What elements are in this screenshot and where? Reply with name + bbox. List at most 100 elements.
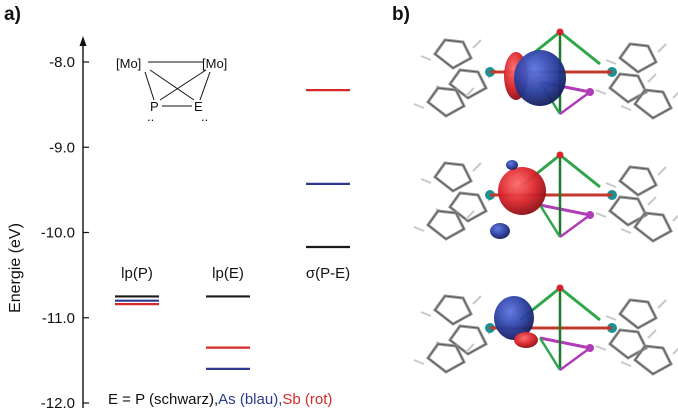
- orbital-lobe-positive: [498, 167, 546, 215]
- cp-ring: [425, 209, 466, 241]
- inset-atom-e: E: [194, 99, 203, 114]
- co-bond: [559, 30, 601, 66]
- orbital-lobe-negative: [490, 223, 510, 239]
- y-tick-label: -11.0: [42, 310, 75, 327]
- cp-ring-edge: [609, 73, 647, 103]
- y-ticks: -8.0 -9.0 -10.0 -11.0 -12.0: [41, 54, 89, 412]
- legend-sb: Sb (rot): [282, 391, 332, 408]
- p-e-bond: [539, 336, 591, 350]
- inset-bond-mo-p: [144, 71, 155, 101]
- cp-ring: [425, 86, 466, 118]
- h-bond: [657, 166, 667, 176]
- y-axis-arrow: [79, 36, 87, 46]
- h-bond: [472, 39, 482, 49]
- h-bond: [605, 182, 617, 188]
- h-bond: [605, 59, 617, 65]
- cp-ring-edge: [609, 196, 647, 226]
- p-e-bond: [539, 203, 591, 217]
- h-bond: [472, 295, 482, 305]
- inset-bond-mo2-e: [199, 71, 211, 101]
- h-bond: [620, 105, 632, 111]
- h-bond: [413, 359, 425, 365]
- h-bond: [672, 214, 678, 222]
- y-axis: [79, 36, 87, 408]
- cp-ring: [432, 161, 473, 193]
- cp-ring: [425, 342, 466, 374]
- category-label: σ(P-E): [306, 265, 350, 282]
- co-bond: [559, 286, 601, 322]
- orbital-image-2: [413, 151, 678, 243]
- orbital-lobe-positive: [514, 332, 538, 348]
- h-bond: [595, 89, 607, 95]
- cp-ring: [632, 211, 673, 243]
- h-bond: [647, 329, 657, 339]
- cp-ring-edge: [449, 192, 487, 222]
- cp-ring: [632, 344, 673, 376]
- co-bond: [538, 204, 562, 238]
- cp-ring-edge: [619, 299, 657, 329]
- panel-label-b: b): [392, 4, 410, 25]
- o-atom: [556, 28, 564, 36]
- inset-bond-mo2-p: [159, 69, 207, 101]
- orbital-lobe-negative: [514, 50, 566, 106]
- h-bond: [605, 315, 617, 321]
- h-bond: [672, 347, 678, 355]
- panel-label-a: a): [4, 4, 21, 25]
- cp-ring-edge: [449, 325, 487, 355]
- cp-ring-edge: [427, 343, 465, 373]
- h-bond: [465, 87, 475, 97]
- e-atom: [586, 211, 594, 219]
- cp-ring-edge: [449, 69, 487, 99]
- h-bond: [413, 103, 425, 109]
- cp-ring: [617, 165, 658, 197]
- inset-lone-pair-p: ..: [147, 109, 154, 124]
- h-bond: [672, 91, 678, 99]
- category-labels: lp(P) lp(E) σ(P-E): [121, 265, 350, 282]
- inset-mo-right: [Mo]: [202, 56, 227, 71]
- cp-ring-edge: [434, 39, 472, 69]
- h-bond: [647, 196, 657, 206]
- h-bond: [657, 299, 667, 309]
- h-bond: [420, 55, 432, 61]
- orbital-image-1: [413, 28, 678, 120]
- y-tick-label: -8.0: [49, 54, 75, 71]
- cp-ring: [632, 88, 673, 120]
- category-label: lp(P): [121, 265, 153, 282]
- cp-ring-edge: [609, 329, 647, 359]
- p-e-bond: [559, 346, 591, 372]
- cp-ring-edge: [634, 89, 672, 119]
- structure-inset: [Mo] [Mo] P E .. ..: [116, 56, 227, 124]
- orbital-lobe-negative: [506, 160, 518, 170]
- inset-bond-mo-e: [149, 69, 195, 101]
- h-bond: [595, 345, 607, 351]
- y-tick-label: -10.0: [41, 225, 75, 242]
- cp-ring-edge: [434, 295, 472, 325]
- co-bond: [559, 153, 601, 189]
- cp-ring-edge: [619, 166, 657, 196]
- h-bond: [420, 311, 432, 317]
- o-atom: [556, 151, 564, 159]
- cp-ring-edge: [634, 345, 672, 375]
- h-bond: [420, 178, 432, 184]
- e-atom: [586, 88, 594, 96]
- cp-ring-edge: [634, 212, 672, 242]
- category-label: lp(E): [212, 265, 244, 282]
- h-bond: [620, 228, 632, 234]
- y-tick-label: -12.0: [41, 395, 75, 412]
- cp-ring: [432, 294, 473, 326]
- inset-mo-left: [Mo]: [116, 56, 141, 71]
- cp-ring-edge: [619, 43, 657, 73]
- h-bond: [657, 43, 667, 53]
- cp-ring-edge: [427, 87, 465, 117]
- y-axis-title: Energie (eV): [7, 223, 24, 313]
- legend-prefix: E = P (schwarz),: [108, 391, 218, 408]
- h-bond: [595, 212, 607, 218]
- cp-ring-edge: [434, 162, 472, 192]
- co-bond: [538, 337, 562, 371]
- h-bond: [647, 73, 657, 83]
- y-tick-label: -9.0: [49, 139, 75, 156]
- p-e-bond: [559, 90, 591, 116]
- o-atom: [556, 284, 564, 292]
